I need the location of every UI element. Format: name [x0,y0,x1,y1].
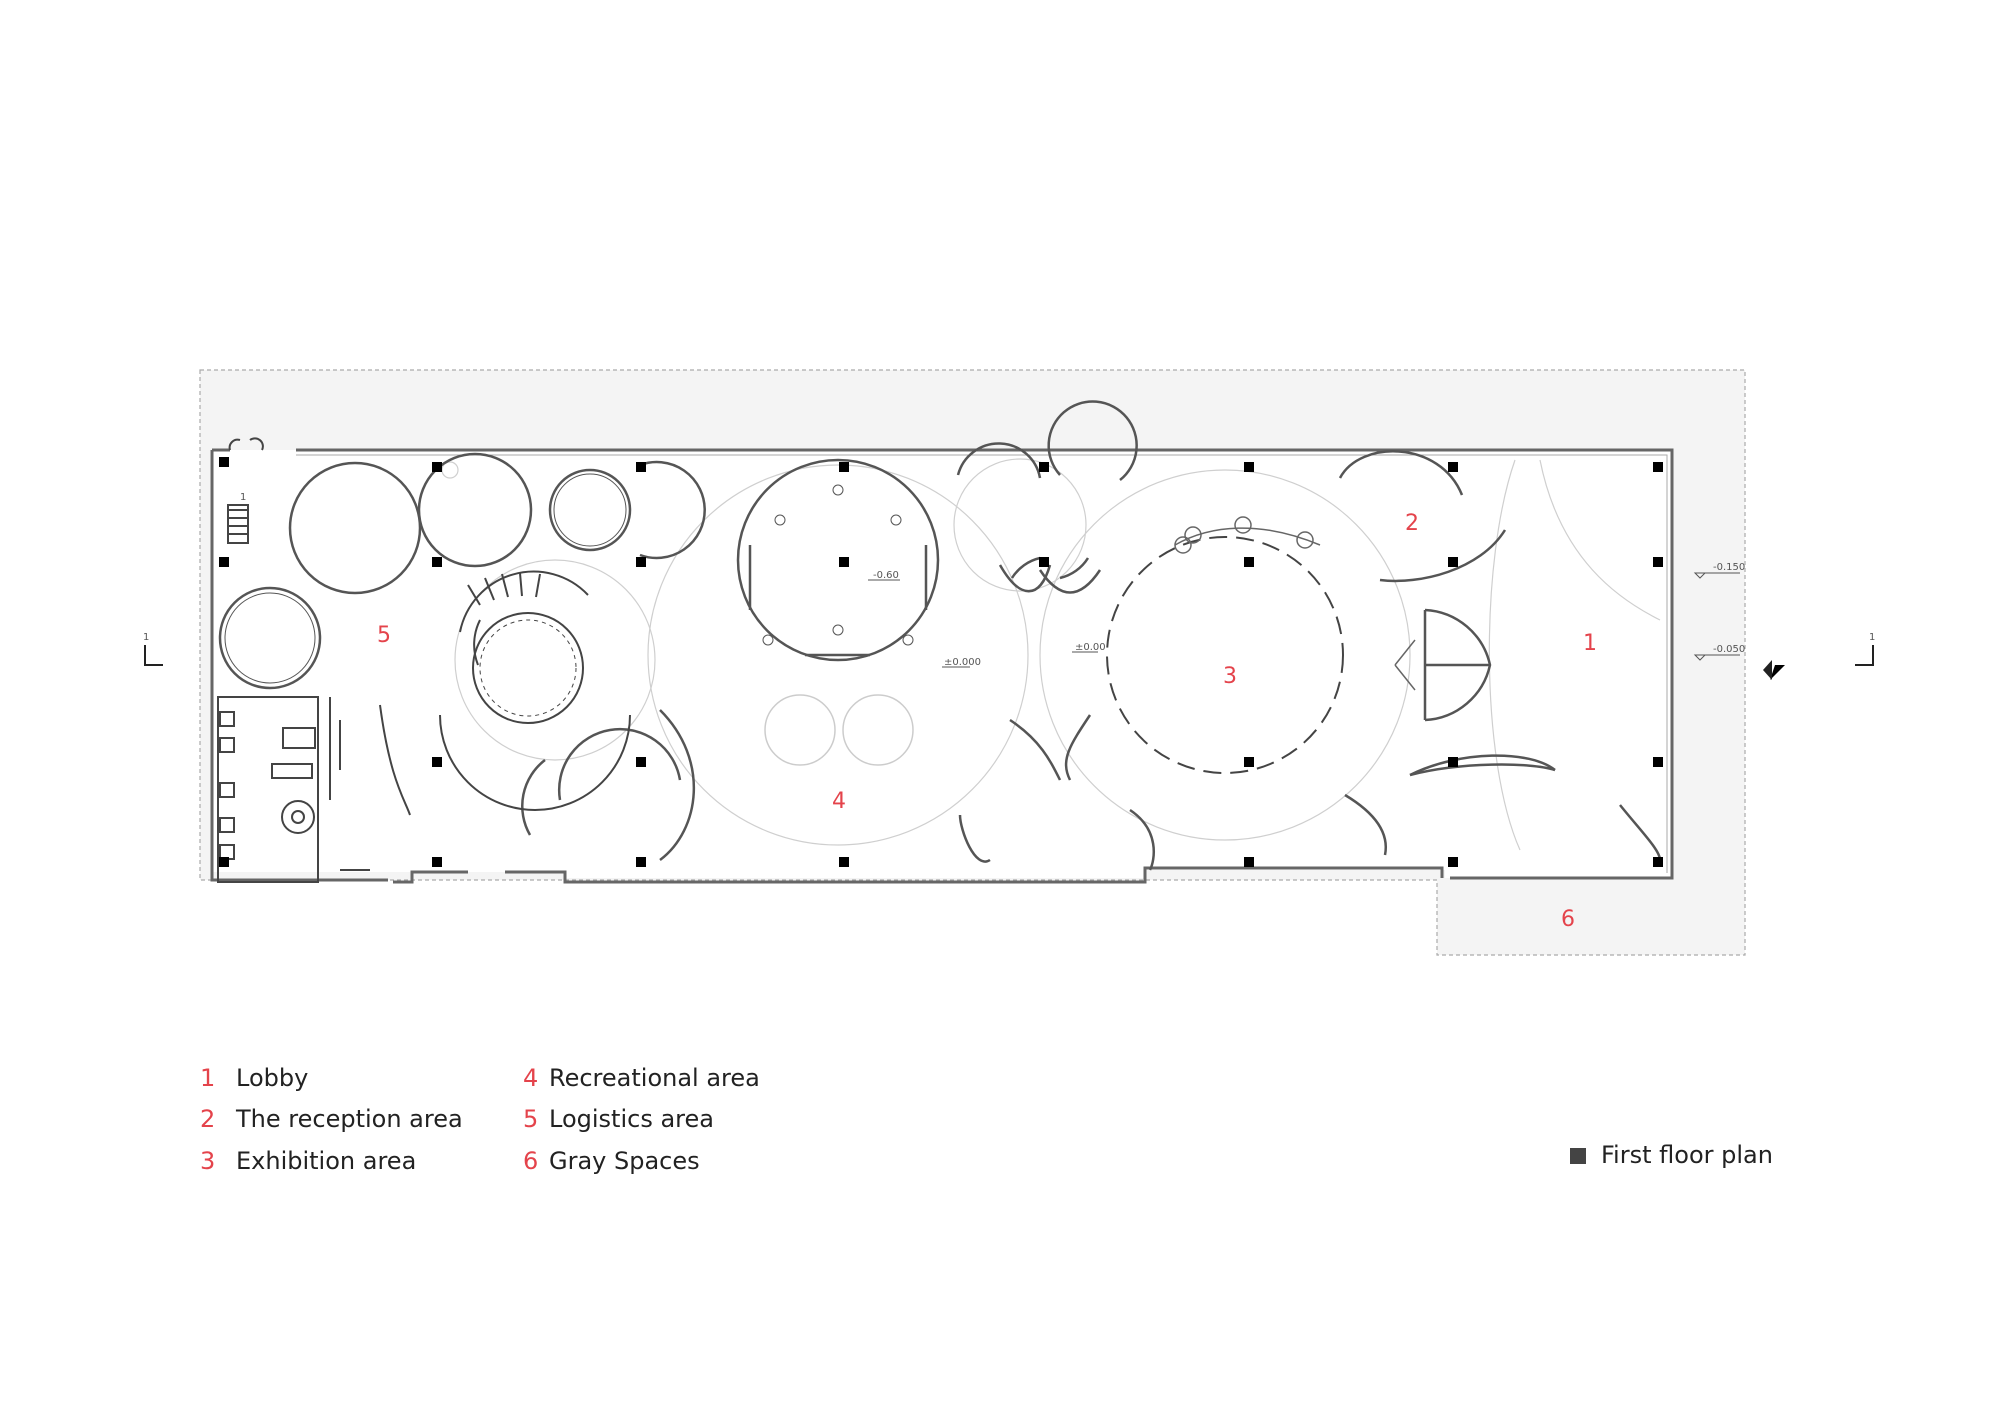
level-label-4: ±0.000 [944,657,981,668]
plan-number-3: 3 [1223,664,1237,689]
level-label-5: ±0.00 [1075,642,1106,653]
plan-title-text: First floor plan [1601,1141,1773,1169]
square-bullet-icon [1570,1148,1586,1164]
capsule-rooms [218,400,1662,871]
plan-number-5: 5 [377,623,391,648]
columns [219,457,1663,867]
exterior-walls [210,448,1674,884]
legend-label: The reception area [236,1105,463,1133]
section-label-left: 1 [143,632,149,643]
entrance-marker [1763,660,1772,680]
level-texts: -0.150 -0.050 -0.60 ±0.000 ±0.00 1 1 1 [143,492,1875,668]
legend-number: 2 [200,1105,216,1133]
round-tables [764,694,914,766]
section-label-right: 1 [1869,632,1875,643]
plan-number-2: 2 [1405,511,1419,536]
glass-wall [296,454,1668,873]
legend-label: Exhibition area [236,1147,417,1175]
building-interior [210,450,1672,878]
plan-number-6: 6 [1561,907,1575,932]
legend-number: 6 [523,1147,539,1175]
plan-number-1: 1 [1583,631,1597,656]
stair-label: 1 [240,492,246,503]
legend-label: Gray Spaces [549,1147,700,1175]
legend-label: Logistics area [549,1105,714,1133]
legend-item-3: 3 Exhibition area [200,1147,416,1175]
plan-number-4: 4 [832,789,846,814]
level-label-3: -0.60 [873,570,899,581]
legend-number: 3 [200,1147,216,1175]
entrance-arrow-icon [1770,665,1785,680]
level-leaders [868,572,1740,668]
level-label-1: -0.150 [1713,562,1745,573]
legend-item-2: 2 The reception area [200,1105,463,1133]
section-markers [144,645,1874,666]
legend-item-1: 1 Lobby [200,1064,308,1092]
exhibit-stands [1174,516,1416,691]
legend-label: Recreational area [549,1064,760,1092]
legend-number: 5 [523,1105,539,1133]
plan-title: First floor plan [1570,1141,1773,1169]
spiral-stair [439,570,631,811]
room-number-labels: 1 2 3 4 5 6 [377,511,1597,932]
legend-item-4: 4 Recreational area [523,1064,760,1092]
zone-circles [441,458,1661,851]
level-label-2: -0.050 [1713,644,1745,655]
logistics-furniture [217,437,411,883]
legend-item-5: 5 Logistics area [523,1105,714,1133]
exhibition-ring [1106,536,1344,774]
legend-item-6: 6 Gray Spaces [523,1147,700,1175]
legend-label: Lobby [236,1064,309,1092]
round-room [736,458,940,662]
legend-number: 1 [200,1064,216,1092]
legend-number: 4 [523,1064,539,1092]
